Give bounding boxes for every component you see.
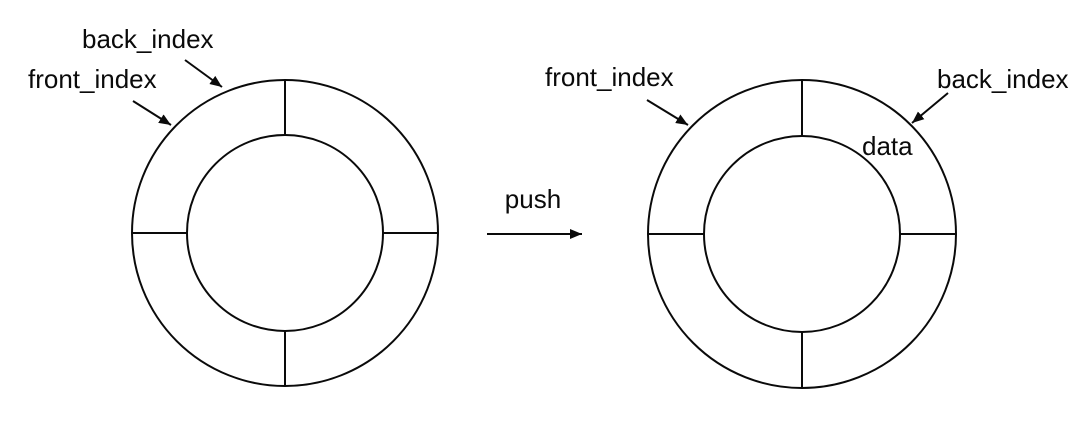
- left-front-index-label: front_index: [28, 64, 157, 94]
- left-back-index-label: back_index: [82, 24, 214, 54]
- right-back-index-label: back_index: [937, 64, 1069, 94]
- left-back-index-arrow-icon: [184, 59, 223, 88]
- right-ring-inner-circle: [703, 135, 901, 333]
- left-ring-group: back_index front_index: [28, 24, 439, 387]
- push-transition-group: push: [487, 184, 582, 239]
- right-front-index-arrow-icon: [646, 99, 689, 126]
- left-front-index-arrow-icon: [132, 100, 172, 126]
- right-front-index-label: front_index: [545, 62, 674, 92]
- right-back-index-arrow-icon: [911, 92, 949, 124]
- right-ring-group: front_index back_index data: [545, 62, 1069, 389]
- data-label: data: [862, 131, 913, 161]
- left-ring-inner-circle: [186, 134, 384, 332]
- push-label: push: [505, 184, 561, 214]
